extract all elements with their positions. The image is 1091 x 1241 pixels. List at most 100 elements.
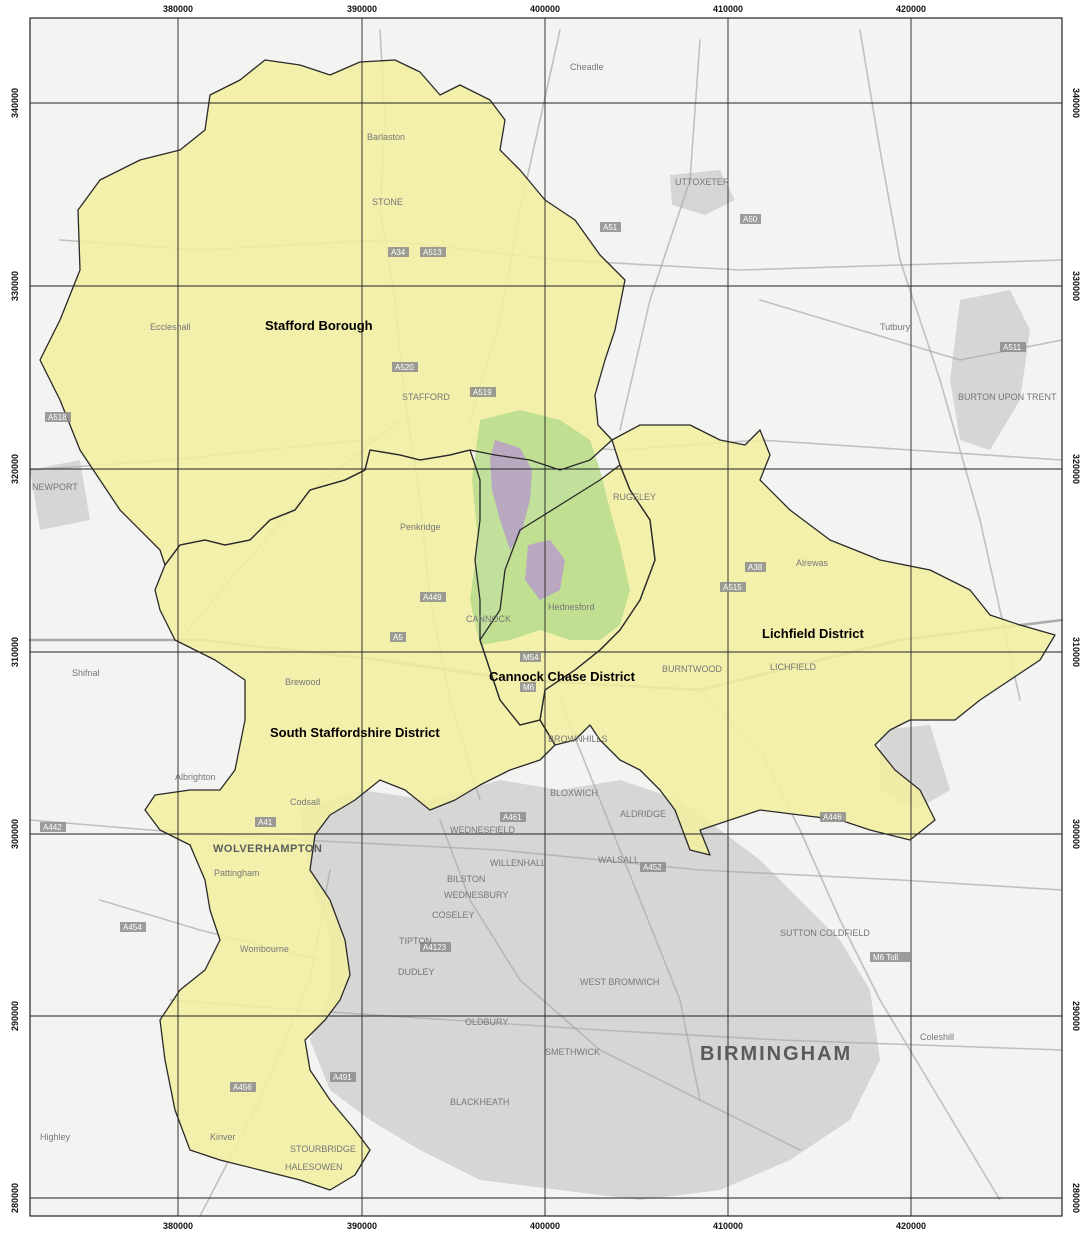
road-shield: A511 [1000,342,1026,352]
place-label: Hednesford [548,602,595,612]
road-shield: A449 [420,592,446,602]
road-number: A454 [123,923,142,932]
road-shield: A442 [40,822,66,832]
road-number: A519 [473,388,492,397]
road-number: A515 [723,583,742,592]
place-label: COSELEY [432,910,475,920]
os-grid [29,17,1063,1217]
district-boundaries [39,59,1056,1191]
place-label: Coleshill [920,1032,954,1042]
place-label: Eccleshall [150,322,191,332]
road-number: A456 [233,1083,252,1092]
road-number: A442 [43,823,62,832]
road-shield: A38 [745,562,766,572]
grid-label-bottom: 390000 [347,1221,377,1231]
grid-label-right: 330000 [1071,271,1081,301]
place-label: NEWPORT [32,482,78,492]
road-shield: A518 [45,412,71,422]
road-shield: A491 [330,1072,356,1082]
south-staffordshire-district-area [145,450,555,1190]
place-label: ALDRIDGE [620,809,666,819]
road-number: A5 [393,633,403,642]
place-label: BIRMINGHAM [700,1043,852,1065]
urban-area-uttoxeter [670,170,735,215]
district-label-south-staffordshire: South Staffordshire District [270,725,440,740]
place-label: BURNTWOOD [662,664,722,674]
place-label: BURTON UPON TRENT [958,392,1057,402]
place-label: BLACKHEATH [450,1097,509,1107]
place-label: WEST BROMWICH [580,977,659,987]
road-number: A461 [503,813,522,822]
place-label: SUTTON COLDFIELD [780,928,870,938]
place-labels: STONE STAFFORD UTTOXETER Cheadle Ecclesh… [32,62,1057,1172]
grid-label-bottom: 380000 [163,1221,193,1231]
district-label-lichfield: Lichfield District [762,626,865,641]
road-number: A511 [1003,343,1022,352]
grid-label-left: 280000 [10,1183,20,1213]
place-label: Albrighton [175,772,216,782]
grid-label-left: 310000 [10,637,20,667]
road-shield: A452 [640,862,666,872]
road-shield: A513 [420,247,446,257]
grid-label-bottom: 400000 [530,1221,560,1231]
urban-area-black-country [300,780,880,1200]
road-shield: M54 [520,652,541,662]
road-shield: A5 [390,632,406,642]
road-line [619,39,701,431]
road-shield: A519 [470,387,496,397]
road-number: A34 [391,248,406,257]
road-number: A513 [423,248,442,257]
place-label: WEDNESFIELD [450,825,516,835]
road-number: A491 [333,1073,352,1082]
grid-label-bottom: 420000 [896,1221,926,1231]
road-line [559,699,701,1101]
district-labels: Stafford Borough Cannock Chase District … [265,318,865,740]
urban-area-newport [30,460,90,530]
place-label: Penkridge [400,522,441,532]
road-shield: M6 [520,682,536,692]
place-label: STOURBRIDGE [290,1144,356,1154]
road-number: A449 [423,593,442,602]
grid-labels: 380000 390000 400000 410000 420000 38000… [10,4,1081,1231]
place-label: SMETHWICK [545,1047,600,1057]
place-label: WOLVERHAMPTON [213,843,322,855]
place-label: Highley [40,1132,71,1142]
place-label: Cheadle [570,62,604,72]
road-number: M6 Toll [873,953,898,962]
place-label: Alrewas [796,558,829,568]
road-shield: A41 [255,817,276,827]
place-label: STONE [372,197,403,207]
place-label: TIPTON [399,936,432,946]
grid-label-left: 290000 [10,1001,20,1031]
district-boundary [144,449,556,1191]
place-label: OLDBURY [465,1017,508,1027]
road-shield: A50 [740,214,761,224]
road-line [29,819,1063,891]
district-label-stafford: Stafford Borough [265,318,373,333]
road-shield: A461 [500,812,526,822]
road-number: A50 [743,215,758,224]
road-shield: A446 [820,812,846,822]
place-label: Kinver [210,1132,236,1142]
grid-label-right: 310000 [1071,637,1081,667]
road-number: M54 [523,653,539,662]
road-shield: A456 [230,1082,256,1092]
grid-label-top: 410000 [713,4,743,14]
place-label: STAFFORD [402,392,450,402]
place-label: Brewood [285,677,321,687]
urban-area-burton [950,290,1030,450]
grid-label-left: 320000 [10,454,20,484]
place-label: Shifnal [72,668,100,678]
grid-label-right: 300000 [1071,819,1081,849]
place-label: WALSALL [598,855,639,865]
place-label: HALESOWEN [285,1162,343,1172]
map-neatline [29,17,1063,1217]
road-shield: A51 [600,222,621,232]
place-label: Pattingham [214,868,260,878]
grid-label-right: 320000 [1071,454,1081,484]
place-label: RUGELEY [613,492,656,502]
road-number: A41 [258,818,273,827]
road-number: A520 [395,363,414,372]
road-number: M6 [523,683,535,692]
